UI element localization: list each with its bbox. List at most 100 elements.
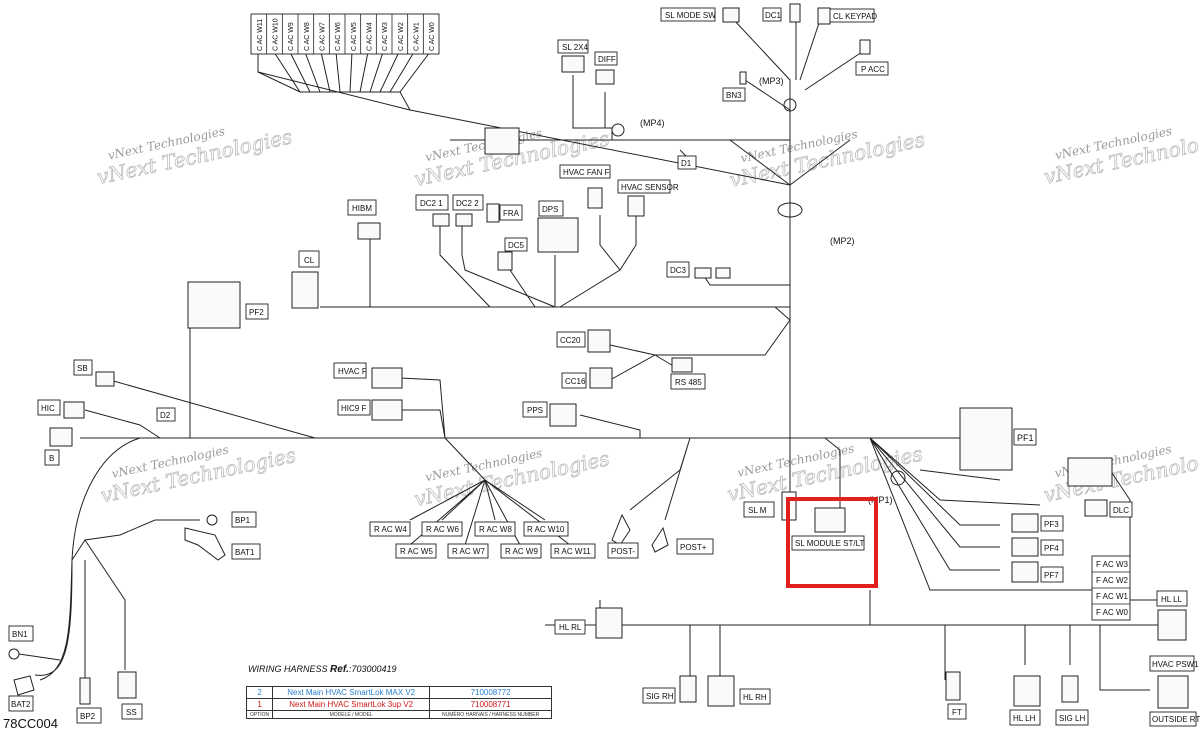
label-bat2: BAT2	[11, 700, 31, 709]
label-mp3: (MP3)	[759, 76, 784, 86]
label-pf1: PF1	[1017, 433, 1034, 443]
option-cell: 2	[245, 686, 274, 699]
dc3-connector-icon	[715, 267, 731, 279]
label-r-ac-w10: R AC W10	[527, 525, 565, 534]
ss-connector-icon	[117, 671, 137, 699]
header-part: NUMÉRO HARNAIS / HARNESS NUMBER	[429, 710, 552, 719]
pf3-connector-icon	[1011, 513, 1039, 533]
header-option: OPTION	[245, 710, 274, 719]
pps-connector-icon	[549, 403, 577, 427]
hic-connector-icon	[63, 401, 85, 419]
post-plus-terminal-icon	[651, 526, 669, 553]
label-diff: DIFF	[598, 55, 616, 64]
label-sb: SB	[77, 364, 88, 373]
sl-mode-sw-connector-icon	[722, 7, 740, 23]
label-c-ac-wire: C AC W9	[288, 22, 295, 51]
label-c-ac-wire: C AC W7	[320, 22, 327, 51]
label-sl-module: SL MODULE ST/LT	[795, 539, 864, 548]
label-hl-rl: HL RL	[559, 623, 582, 632]
rs485-connector-icon	[671, 357, 693, 373]
label-hic: HIC	[41, 404, 55, 413]
label-c-ac-wire: C AC W4	[367, 22, 374, 51]
hvac-sensor-connector-icon	[627, 195, 645, 217]
cc20-connector-icon	[587, 329, 611, 353]
mp4-ring-icon	[611, 123, 625, 137]
label-bat1: BAT1	[235, 548, 255, 557]
bat2-terminal-icon	[13, 675, 35, 696]
wiring-harness-title: WIRING HARNESS Ref.:703000419	[248, 664, 397, 675]
label-hvac-sensor: HVAC SENSOR	[621, 183, 679, 192]
label-pf3: PF3	[1044, 520, 1059, 529]
label-d2: D2	[160, 411, 171, 420]
label-bp1: BP1	[235, 516, 251, 525]
label-c-ac-wire: C AC W6	[335, 22, 342, 51]
label-c-ac-wire: C AC W5	[351, 22, 358, 51]
label-hl-lh: HL LH	[1013, 714, 1036, 723]
label-d1: D1	[681, 159, 692, 168]
label-mp2: (MP2)	[830, 236, 855, 246]
pf7-connector-icon	[1011, 561, 1039, 583]
label-r-ac-w11: R AC W11	[554, 547, 591, 556]
label-pps: PPS	[527, 406, 543, 415]
sl-2x4-connector-icon	[561, 55, 585, 73]
label-c-ac-wire: C AC W10	[273, 18, 280, 51]
label-hl-ll: HL LL	[1161, 595, 1183, 604]
diff-connector-icon	[595, 69, 615, 85]
dc5-connector-icon	[497, 251, 513, 271]
part-cell: 710008772	[429, 686, 552, 699]
label-dc1: DC1	[765, 11, 782, 20]
label-sl-mode-sw: SL MODE SW	[665, 11, 716, 20]
cl-keypad-connector-icon	[817, 7, 831, 25]
part-cell: 710008771	[429, 698, 552, 711]
label-dc2-2: DC2 2	[456, 199, 479, 208]
label-mp4: (MP4)	[640, 118, 665, 128]
dps-connector-icon	[537, 217, 579, 253]
hvac-fan-f-connector-icon	[587, 187, 603, 209]
sig-rh-connector-icon	[679, 675, 697, 703]
mp3-ring-icon	[783, 98, 797, 112]
label-c-ac-wire: C AC W3	[382, 22, 389, 51]
post-minus-terminal-icon	[611, 513, 631, 546]
hl-rl-connector-icon	[595, 607, 623, 639]
label-r-ac-w5: R AC W5	[400, 547, 433, 556]
dc1-connector-icon	[789, 3, 801, 23]
label-dc5: DC5	[508, 241, 525, 250]
wires	[34, 19, 1180, 691]
label-r-ac-w7: R AC W7	[452, 547, 485, 556]
dc2-1-connector-icon	[432, 213, 450, 227]
label-dc2-1: DC2 1	[420, 199, 443, 208]
b-connector-icon	[49, 427, 73, 447]
mp1-ring-icon	[890, 470, 906, 486]
sb-connector-icon	[95, 371, 115, 387]
sl-module-connector-icon	[814, 507, 846, 533]
dlc-connector-icon	[1084, 499, 1108, 517]
cc16-connector-icon	[589, 367, 613, 389]
label-b: B	[49, 454, 54, 463]
label-c-ac-wire: C AC W8	[304, 22, 311, 51]
label-bn1: BN1	[12, 630, 28, 639]
label-f-ac-w0: F AC W0	[1096, 608, 1129, 617]
ft-connector-icon	[945, 671, 961, 701]
label-rs485: RS 485	[675, 378, 702, 387]
label-cl: CL	[304, 256, 315, 265]
label-cc16: CC16	[565, 377, 586, 386]
model-cell: Next Main HVAC SmartLok 3up V2	[272, 698, 431, 711]
pf2-connector-icon	[187, 281, 241, 329]
bp1-terminal-icon	[206, 514, 218, 526]
label-r-ac-w8: R AC W8	[479, 525, 512, 534]
connector-labels: SL MODE SW DC1 CL KEYPAD P ACC BN3 (MP3)…	[8, 7, 1200, 727]
label-c-ac-wire: C AC W1	[414, 22, 421, 51]
label-hic9-f: HIC9 F	[341, 404, 366, 413]
outside-rtd-connector-icon	[1157, 675, 1189, 709]
sig-lh-connector-icon	[1061, 675, 1079, 703]
mp2-ring-icon	[777, 202, 803, 218]
highlight-box	[786, 497, 878, 588]
r-ac-labels: R AC W4 R AC W6 R AC W8 R AC W10 R AC W5…	[369, 521, 596, 559]
cl-connector-icon	[291, 271, 319, 309]
dc2-2-connector-icon	[455, 213, 473, 227]
label-pf2: PF2	[249, 308, 264, 317]
hibm-connector-icon	[357, 222, 381, 240]
label-r-ac-w6: R AC W6	[426, 525, 459, 534]
label-sl-m: SL M	[748, 506, 767, 515]
